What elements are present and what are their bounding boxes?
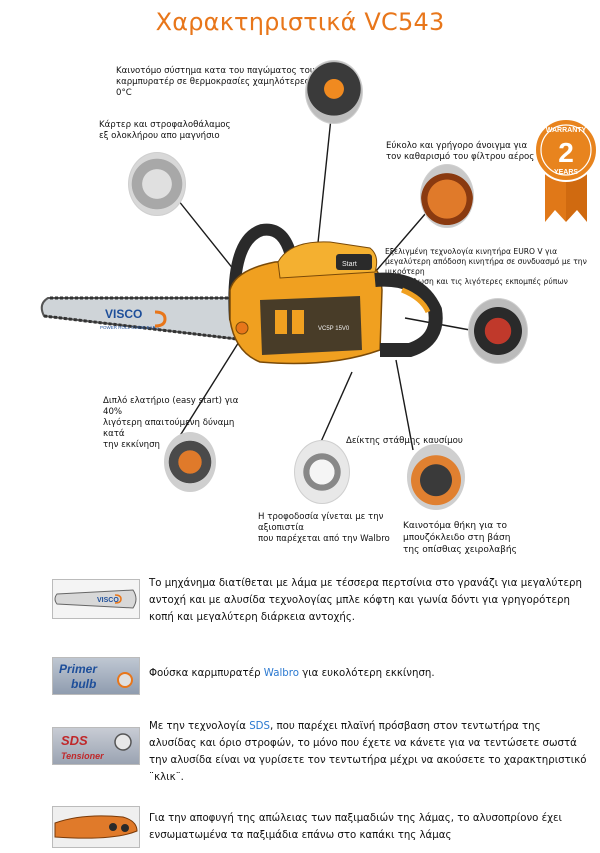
callout-easy-start: Διπλό ελατήριο (easy start) για 40% λιγό… bbox=[103, 396, 239, 450]
air-filter-closeup-image bbox=[420, 164, 474, 228]
engine-closeup-image bbox=[468, 298, 528, 364]
walbro-carburetor-closeup-image bbox=[294, 440, 350, 504]
feature-text-bar-nuts: Για την αποφυγή της απώλειας των παξιμαδ… bbox=[149, 810, 589, 844]
wrench-holder-closeup-image bbox=[407, 444, 465, 510]
feature-text-nuts-a: Για την αποφυγή της απώλειας των παξιμαδ… bbox=[149, 813, 562, 841]
feature-thumb-guide-bar: VISCO bbox=[52, 579, 140, 619]
body-label: VC5P 15V0 bbox=[318, 326, 350, 332]
thumb-primer-text: Primer bbox=[59, 662, 98, 676]
leader-filter bbox=[369, 205, 433, 279]
leader-spring bbox=[175, 336, 243, 443]
thumb-sds-text: SDS bbox=[61, 733, 88, 748]
bar-sub-text: POWER ROLL GUIDE BARS bbox=[100, 325, 159, 330]
warranty-bottom-text: YEARS bbox=[554, 169, 578, 176]
carburetor-closeup-image bbox=[305, 60, 363, 124]
chainsaw-illustration: VISCO POWER ROLL GUIDE BARS VC5P 15V0 St… bbox=[40, 223, 443, 365]
callout-air-filter: Εύκολο και γρήγορο άνοιγμα για τον καθαρ… bbox=[386, 141, 535, 162]
start-label: Start bbox=[342, 261, 357, 268]
feature-thumb-bar-nuts bbox=[52, 806, 140, 848]
guide-bar bbox=[40, 297, 246, 342]
thumb-tensioner-text: Tensioner bbox=[61, 751, 104, 761]
warranty-number: 2 bbox=[558, 137, 574, 168]
feature-text-sds: Με την τεχνολογία SDS, που παρέχει πλαϊν… bbox=[149, 718, 589, 786]
feature-text-primer-bulb: Φούσκα καρμπυρατέρ Walbro για ευκολότερη… bbox=[149, 665, 589, 682]
page-title: Χαρακτηριστικά VC543 bbox=[155, 8, 445, 36]
feature-text-primer-a: Φούσκα καρμπυρατέρ bbox=[149, 668, 264, 679]
rear-handle bbox=[374, 272, 443, 357]
feature-text-guide-bar: Το μηχάνημα διατίθεται με λάμα με τέσσερ… bbox=[149, 575, 589, 626]
thumb-guide-bar-text: VISCO bbox=[97, 597, 119, 604]
sds-link[interactable]: SDS bbox=[249, 721, 270, 732]
leader-crankcase bbox=[169, 189, 239, 276]
callout-wrench-holder: Καινοτόμα θήκη για το μπουζόκλειδο στη β… bbox=[403, 521, 517, 555]
feature-thumb-primer-bulb: Primer bulb bbox=[52, 657, 140, 695]
leader-fuel bbox=[319, 371, 353, 445]
starter-spring-closeup-image bbox=[164, 432, 216, 492]
warranty-top-text: WARRANTY bbox=[546, 127, 587, 134]
feature-text-sds-b: , που παρέχει πλαϊνή πρόσβαση στον τεντω… bbox=[149, 721, 587, 783]
thumb-bulb-text: bulb bbox=[71, 677, 96, 691]
callout-walbro-feed: Η τροφοδοσία γίνεται με την αξιοπιστία π… bbox=[258, 512, 390, 544]
feature-text-sds-a: Με την τεχνολογία bbox=[149, 721, 250, 732]
bar-brand-text: VISCO bbox=[105, 307, 142, 321]
warranty-badge: WARRANTY 2 YEARS bbox=[534, 118, 598, 222]
feature-thumb-sds: SDS Tensioner bbox=[52, 727, 140, 765]
leader-wrench bbox=[395, 359, 414, 451]
callout-crankcase: Κάρτερ και στροφαλοθάλαμος εξ ολοκλήρου … bbox=[99, 120, 231, 141]
callout-fuel-gauge: Δείκτης στάθμης καυσίμου bbox=[346, 436, 463, 446]
feature-text-primer-b: για ευκολότερη εκκίνηση. bbox=[298, 668, 435, 679]
leader-carb bbox=[315, 117, 332, 263]
crankcase-closeup-image bbox=[128, 152, 186, 216]
feature-text-guide-bar-a: Το μηχάνημα διατίθεται με λάμα με τέσσερ… bbox=[149, 578, 582, 623]
walbro-link[interactable]: Walbro bbox=[263, 668, 299, 679]
